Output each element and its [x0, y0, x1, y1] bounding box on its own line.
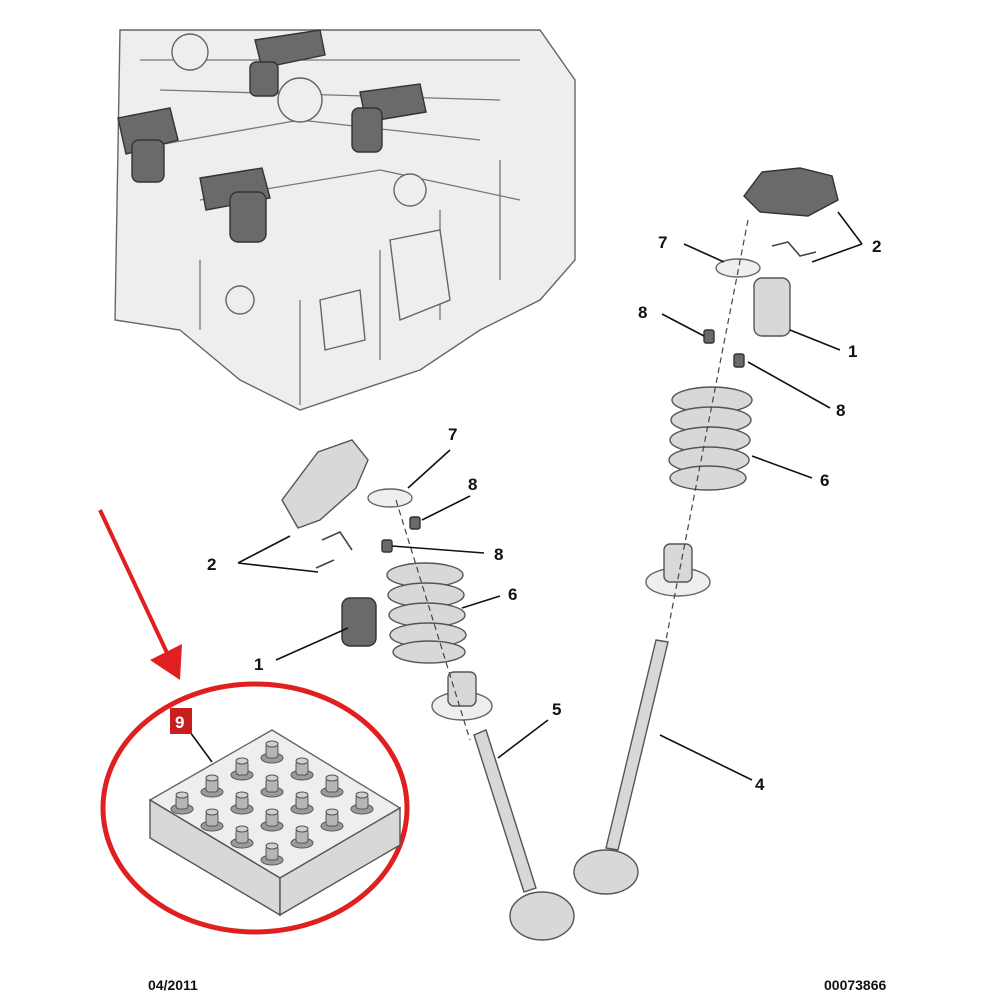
rocker-arm-left	[281, 439, 369, 529]
callout-6-top: 6	[820, 471, 829, 490]
valve-stem-seal-set: 9	[148, 708, 402, 917]
stem-seal-piece	[170, 791, 194, 815]
left-valve-assembly	[281, 439, 575, 941]
callout-7-bottom: 7	[448, 425, 457, 444]
stem-seal-piece	[260, 740, 284, 764]
stem-seal-piece	[320, 808, 344, 832]
stem-seal-piece	[320, 774, 344, 798]
clip-left	[315, 530, 353, 569]
stem-seal-piece	[350, 791, 374, 815]
footer-reference: 00073866	[824, 977, 887, 993]
spring-retainer-left	[367, 488, 413, 508]
stem-seal-piece	[200, 808, 224, 832]
seal-grid	[170, 740, 374, 866]
callout-8-mid-b: 8	[494, 545, 503, 564]
red-highlight-ellipse	[100, 681, 410, 935]
footer-date: 04/2011	[148, 977, 198, 993]
installed-rocker-assemblies	[117, 29, 427, 243]
stem-seal-piece	[260, 808, 284, 832]
callout-6-bottom: 6	[508, 585, 517, 604]
callout-8-mid-a: 8	[468, 475, 477, 494]
stem-seal-piece	[200, 774, 224, 798]
badge-9-label: 9	[175, 713, 184, 732]
spring-retainer-right	[715, 258, 761, 278]
stem-seal-piece	[230, 791, 254, 815]
rocker-arm-right	[743, 167, 839, 217]
valve-stem-seal-right	[645, 543, 711, 597]
stem-seal-piece	[290, 757, 314, 781]
callout-8-top-b: 8	[836, 401, 845, 420]
callout-8-top-a: 8	[638, 303, 647, 322]
callout-2-top: 2	[872, 237, 881, 256]
valve-keeper-right-b	[733, 353, 745, 368]
stem-seal-piece	[230, 825, 254, 849]
valve-spring-right	[668, 386, 753, 491]
valve-keeper-left-a	[409, 516, 421, 530]
stem-seal-piece	[230, 757, 254, 781]
callout-1-top: 1	[848, 342, 857, 361]
callout-leaders	[237, 211, 863, 781]
valve-keeper-left-b	[381, 539, 393, 553]
lash-adjuster-left	[341, 597, 377, 647]
exhaust-valve	[573, 639, 669, 895]
stem-seal-piece	[290, 825, 314, 849]
callout-labels: 7 2 8 1 8 6 7 8 8 2 6 1 5 4	[207, 233, 881, 794]
lash-adjuster-right	[753, 277, 791, 337]
badge-9	[170, 708, 192, 734]
red-arrow-head	[150, 644, 182, 680]
clip-right	[771, 241, 817, 257]
callout-4: 4	[755, 775, 765, 794]
valve-stem-seal-left	[431, 671, 493, 721]
callout-7-top: 7	[658, 233, 667, 252]
stem-seal-piece	[290, 791, 314, 815]
callout-1-bottom: 1	[254, 655, 263, 674]
right-valve-assembly	[573, 167, 839, 895]
valve-keeper-right-a	[703, 329, 715, 344]
callout-2-bottom: 2	[207, 555, 216, 574]
stem-seal-piece	[260, 842, 284, 866]
stem-seal-piece	[260, 774, 284, 798]
callout-5: 5	[552, 700, 561, 719]
red-arrow-shaft	[98, 509, 170, 656]
valve-spring-left	[386, 562, 467, 664]
cylinder-head-illustration	[114, 29, 576, 411]
intake-valve	[473, 729, 575, 941]
highlight-annotation	[98, 509, 410, 935]
